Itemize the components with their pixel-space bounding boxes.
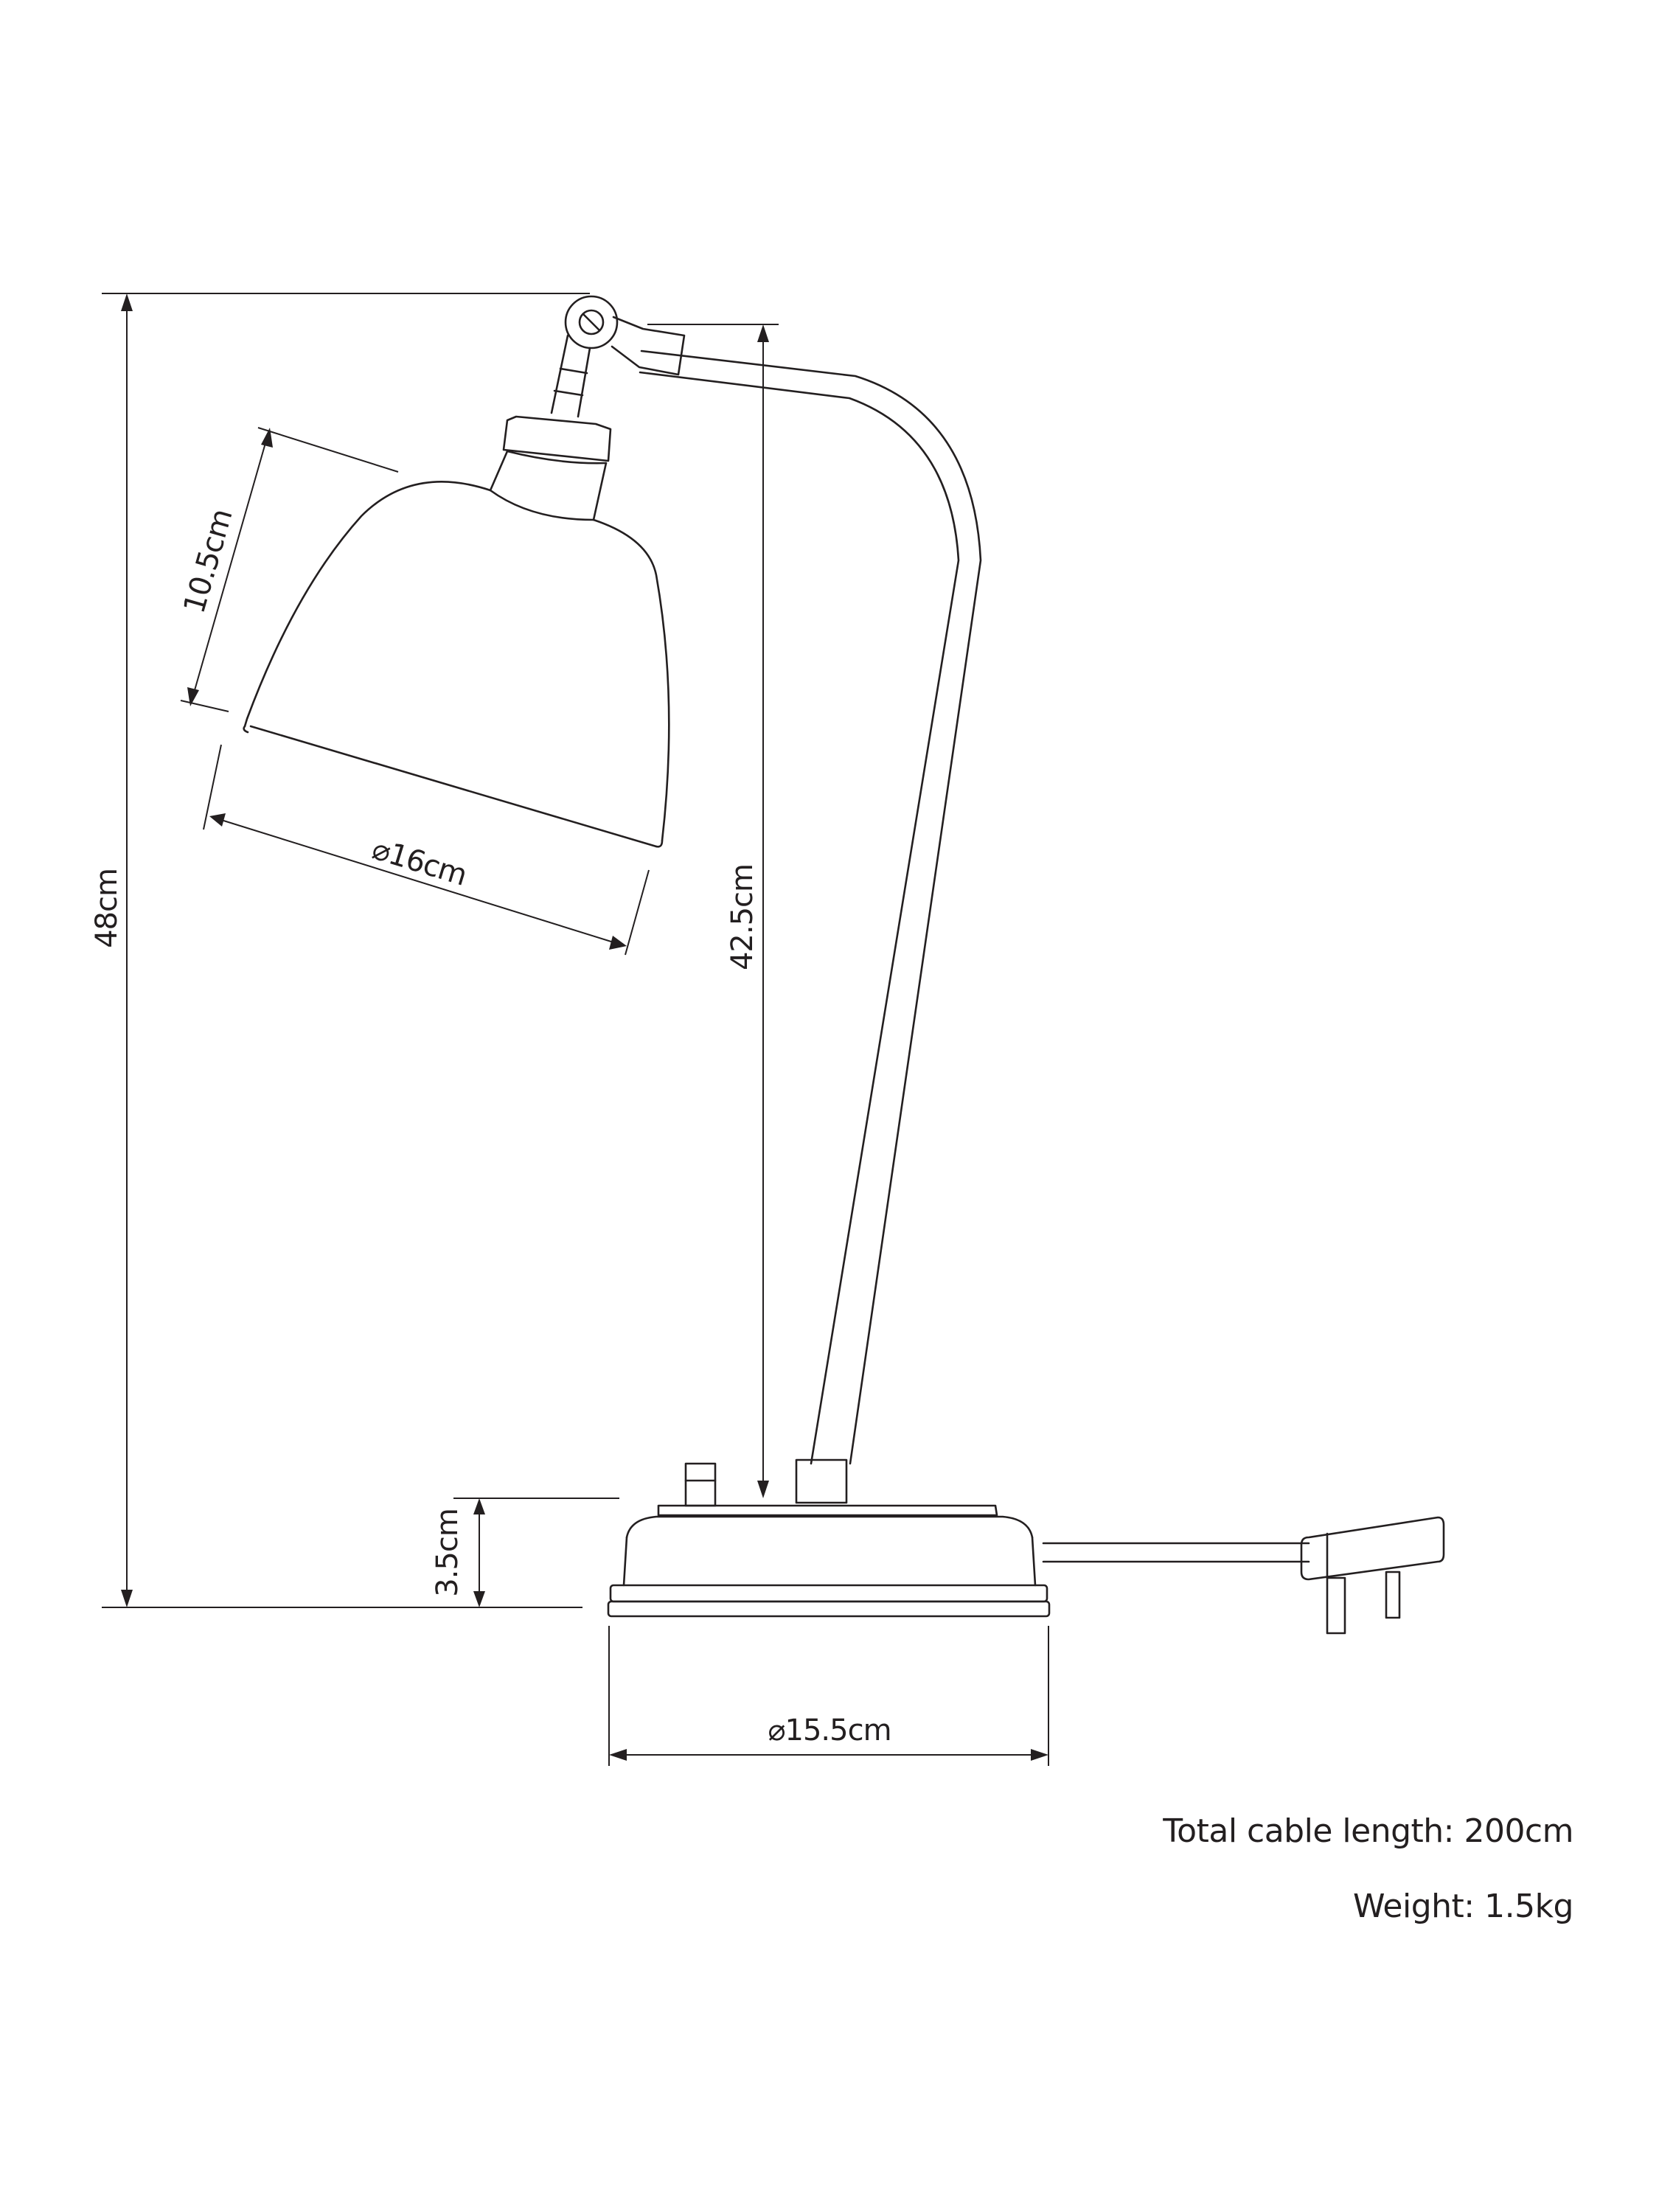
overall-height-label: 48cm — [90, 869, 124, 948]
dim-arm-height: 42.5cm — [647, 324, 779, 1498]
dim-base-height: 3.5cm — [431, 1498, 619, 1608]
dim-shade-height: 10.5cm — [178, 427, 399, 712]
lamp-shade — [243, 481, 670, 848]
lamp-socket — [489, 415, 612, 521]
shade-height-label: 10.5cm — [178, 506, 240, 617]
lamp-cable-plug — [1042, 1516, 1445, 1635]
lamp-arm — [639, 349, 982, 1504]
arm-height-label: 42.5cm — [726, 864, 759, 970]
shade-diameter-label: ⌀16cm — [368, 832, 470, 892]
weight-spec: Weight: 1.5kg — [1353, 1888, 1574, 1925]
lamp-base — [607, 1462, 1051, 1618]
base-diameter-label: ⌀15.5cm — [768, 1714, 891, 1747]
dim-shade-diameter: ⌀16cm — [203, 744, 650, 956]
base-height-label: 3.5cm — [431, 1509, 465, 1597]
dim-base-diameter: ⌀15.5cm — [608, 1626, 1049, 1766]
lamp-joint — [550, 295, 686, 418]
cable-length-spec: Total cable length: 200cm — [1163, 1812, 1573, 1850]
dim-overall-height: 48cm — [90, 293, 590, 1608]
dimension-lines: 48cm 42.5cm 10.5cm ⌀16cm — [90, 293, 1049, 1766]
lamp-illustration — [243, 295, 1445, 1635]
